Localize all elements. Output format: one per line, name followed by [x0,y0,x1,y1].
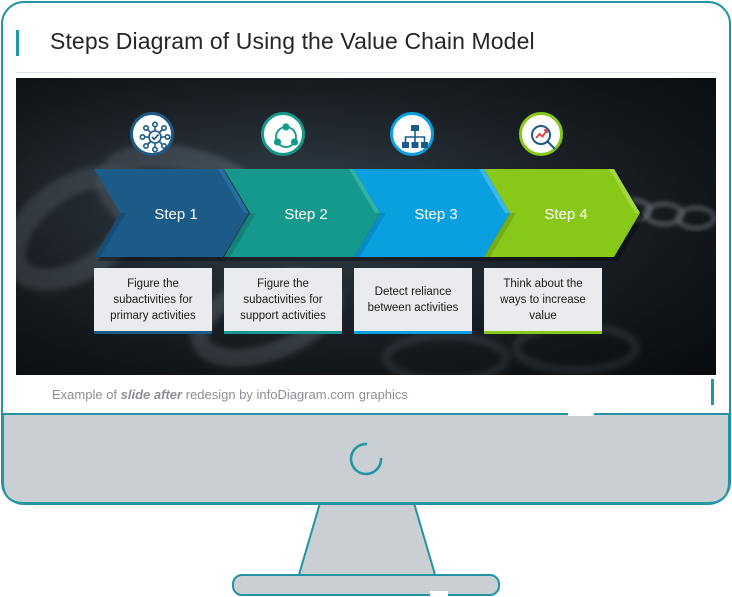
analytics-magnifier-icon [531,125,556,150]
step-4-arrow [484,169,640,257]
slide-background-photo: Step 1 Step 2 Step 3 Step 4 Figure the s… [16,78,716,375]
step-2-description: Figure the subactivities for support act… [224,268,342,334]
step-1-description-line: primary activities [110,309,196,322]
step-4-description-line: ways to increase [500,293,586,306]
steps-chevron-row [94,169,644,261]
caption-prefix: Example of [52,387,121,402]
step-1-arrow [94,169,249,257]
step-2-description-line: subactivities for [243,293,323,306]
step-3-icon-circle [390,112,434,156]
caption-bold: slide after [120,387,183,402]
step-4-description-line: value [529,309,557,322]
slide-caption: Example of slide after redesign by infoD… [52,387,408,402]
step-1-description-line: subactivities for [113,293,193,306]
caption-middle: redesign by infoDiagram.com [182,387,355,402]
step-4-label: Step 4 [544,206,588,223]
step-2-description-line: support activities [240,309,326,322]
step-3-description: Detect reliance between activities [354,268,472,334]
step-4-description: Think about the ways to increase value [484,268,602,334]
cycle-nodes-icon [273,123,299,148]
title-accent-bar [16,30,19,56]
title-divider [16,72,716,73]
step-3-description-line: between activities [367,301,459,314]
step-1-description: Figure the subactivities for primary act… [94,268,212,334]
step-4-description-line: Think about the [503,277,583,290]
step-2-label: Step 2 [284,206,328,223]
caption-accent-bar [711,379,714,405]
step-2-description-line: Figure the [257,277,309,290]
step-3-label: Step 3 [414,206,458,223]
network-check-icon [139,121,171,153]
caption-suffix: graphics [358,387,408,402]
step-1-icon-circle [130,112,174,156]
step-3-description-line: Detect reliance [374,285,452,298]
step-1-description-line: Figure the [127,277,179,290]
step-4-icon-circle [519,112,563,156]
step-1-label: Step 1 [154,206,198,223]
step-2-icon-circle [261,112,305,156]
step-3-arrow [354,169,510,257]
slide-title: Steps Diagram of Using the Value Chain M… [50,28,535,54]
hierarchy-icon [402,125,428,148]
step-2-arrow [224,169,380,257]
